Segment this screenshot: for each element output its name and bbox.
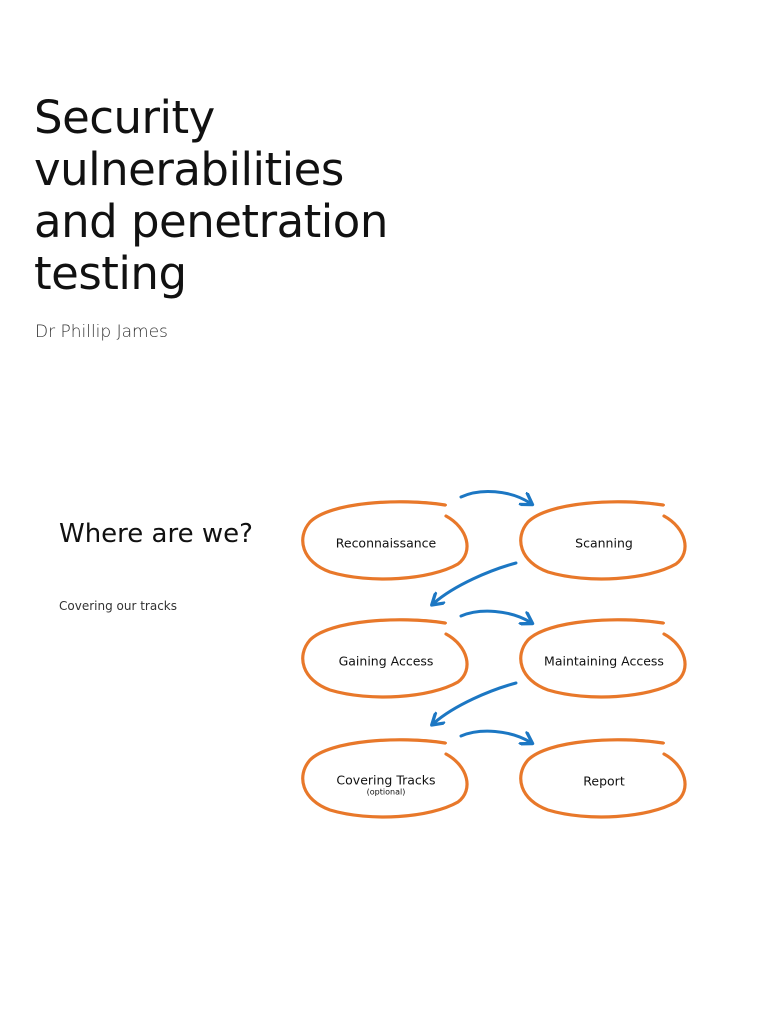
arrow-maintaining-access-to-covering-tracks [434,681,518,723]
node-covering-tracks-label: Covering Tracks [336,772,436,788]
node-covering-tracks-note: (optional) [366,787,406,797]
arrow-gaining-to-maintaining-access [459,609,530,622]
node-report: Report [583,773,625,789]
title-line-2: vulnerabilities [34,143,344,196]
node-covering-tracks: Covering Tracks (optional) [306,773,466,798]
node-gaining-access: Gaining Access [338,653,434,669]
author-name: Dr Phillip James [35,322,168,342]
node-scanning: Scanning [575,535,633,551]
document-title: Security vulnerabilities and penetration… [34,92,454,300]
title-line-4: testing [34,247,187,300]
title-line-1: Security [34,91,215,144]
arrow-reconnaissance-to-scanning [459,490,530,503]
node-reconnaissance: Reconnaissance [335,535,437,551]
arrow-covering-tracks-to-report [459,729,530,742]
node-maintaining-access: Maintaining Access [544,653,664,669]
section-heading: Where are we? [59,519,253,549]
section-subtitle: Covering our tracks [59,599,177,613]
arrow-scanning-to-gaining-access [434,561,518,603]
title-line-3: and penetration [34,195,388,248]
